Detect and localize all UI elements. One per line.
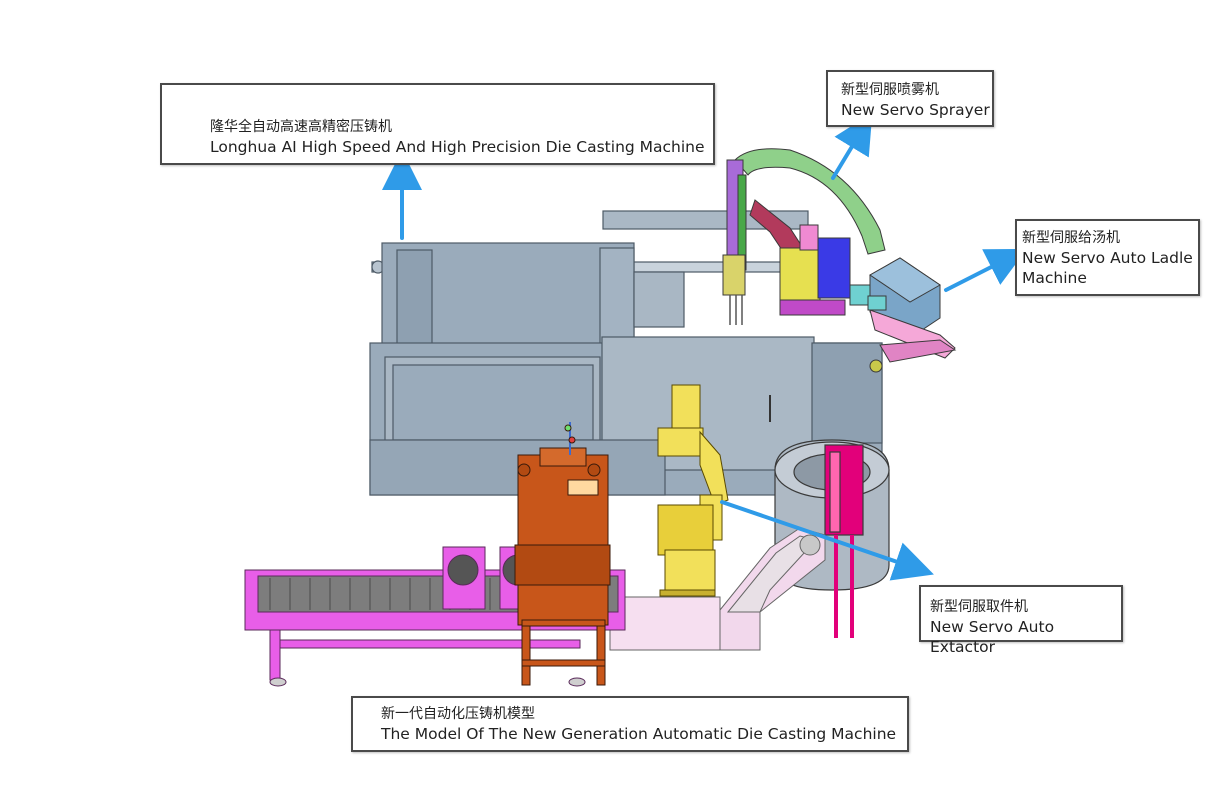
callout-sprayer: 新型伺服喷雾机 New Servo Sprayer (826, 70, 994, 127)
extraction-robot (657, 384, 729, 597)
callout-main-machine: 隆华全自动高速高精密压铸机 Longhua AI High Speed And … (160, 83, 715, 165)
die-casting-machine (369, 210, 883, 496)
callout-main-en: Longhua AI High Speed And High Precision… (210, 138, 705, 156)
arrow-sprayer (831, 112, 873, 180)
callout-ladle: 新型伺服给汤机 New Servo Auto Ladle Machine (1015, 219, 1200, 296)
servo-sprayer (722, 148, 886, 325)
callout-ladle-en-line1: New Servo Auto Ladle (1022, 249, 1193, 267)
callout-model-zh: 新一代自动化压铸机模型 (381, 706, 535, 722)
callout-main-zh: 隆华全自动高速高精密压铸机 (210, 119, 392, 135)
extraction-chute (609, 527, 826, 651)
annotation-arrows (382, 112, 1027, 581)
callout-sprayer-en: New Servo Sprayer (841, 101, 990, 119)
callout-ladle-en-line2: Machine (1022, 269, 1087, 287)
arrow-extractor (720, 500, 934, 581)
callout-model: 新一代自动化压铸机模型 The Model Of The New Generat… (351, 696, 909, 752)
callout-ladle-zh: 新型伺服给汤机 (1022, 230, 1120, 246)
callout-extractor-en: New Servo Auto Extactor (930, 618, 1055, 656)
arrow-ladle (944, 248, 1027, 292)
callout-model-en: The Model Of The New Generation Automati… (381, 725, 897, 743)
trimming-press (514, 422, 611, 686)
callout-sprayer-zh: 新型伺服喷雾机 (841, 82, 939, 98)
servo-ladle-machine (867, 257, 957, 373)
callout-extractor: 新型伺服取件机 New Servo Auto Extactor (919, 585, 1123, 656)
callout-extractor-zh: 新型伺服取件机 (930, 599, 1028, 615)
holding-furnace (774, 439, 890, 638)
